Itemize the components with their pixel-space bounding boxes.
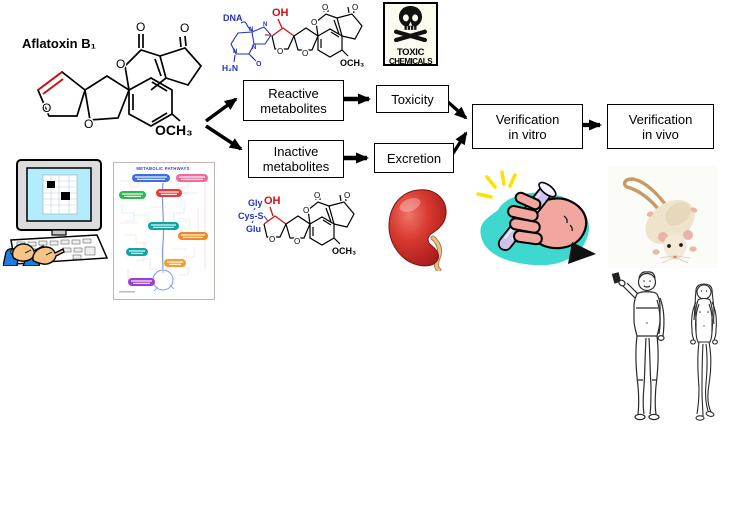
guanine-rings	[230, 21, 272, 63]
furanose-ring	[265, 18, 295, 50]
inactive-metabolites-box: Inactive metabolites	[248, 140, 344, 178]
knuckle-lines	[563, 215, 573, 232]
rat-head	[663, 234, 687, 260]
svg-text:O: O	[116, 57, 125, 71]
skull-icon	[394, 5, 427, 43]
rat-whiskers	[659, 255, 691, 264]
aflatoxin-structure: Aflatoxin B₁ O O O O O OCH₃	[22, 19, 203, 137]
gsh-labels: Gly Cys-S Glu	[238, 198, 264, 234]
svg-text:DNA: DNA	[223, 13, 243, 23]
svg-text:Cys-S: Cys-S	[238, 211, 264, 221]
svg-text:O: O	[294, 237, 300, 246]
gsh-bonds	[251, 207, 269, 224]
vitro-line2: in vitro	[508, 126, 547, 142]
inactive-line2: metabolites	[262, 159, 330, 174]
computer-illustration	[3, 159, 109, 266]
vivo-line1: Verification	[628, 111, 693, 127]
gsh-adduct-structure: Gly Cys-S Glu OH O	[238, 190, 356, 257]
arrow-toxicity-vitro	[446, 100, 468, 120]
oh-label: OH	[272, 7, 289, 19]
svg-text:OCH₃: OCH₃	[155, 122, 193, 136]
dna-adduct-structure: DNA H₂N N N N N O OH O	[222, 2, 364, 73]
svg-text:OCH₃: OCH₃	[332, 246, 356, 256]
svg-text:O: O	[136, 20, 145, 34]
kidney-highlight	[399, 198, 421, 212]
toxic-sign-line2: CHEMICALS	[388, 57, 433, 66]
svg-text:O: O	[256, 61, 262, 68]
arrow-excretion-vitro	[450, 131, 468, 156]
aflatoxin-rings	[36, 34, 203, 127]
svg-text:Gly: Gly	[248, 198, 263, 208]
svg-text:Glu: Glu	[246, 224, 261, 234]
pathway-mesh	[120, 178, 206, 280]
svg-text:O: O	[303, 206, 309, 215]
central-pathway-line	[161, 182, 165, 270]
svg-text:O: O	[42, 101, 51, 115]
inactive-line1: Inactive	[273, 144, 319, 159]
rat-nose	[673, 255, 677, 259]
fingers	[507, 191, 543, 246]
toxicity-label: Toxicity	[391, 91, 434, 107]
excretion-label: Excretion	[386, 150, 442, 166]
svg-text:N: N	[252, 45, 256, 51]
man-figure	[611, 271, 665, 421]
gsh-furanose-ring	[263, 206, 287, 238]
svg-text:N: N	[233, 49, 237, 55]
rat-tail	[622, 177, 670, 216]
human-figures-illustration	[611, 271, 718, 421]
excretion-box: Excretion	[374, 143, 454, 173]
metabolic-map-graphic: METABOLIC PATHWAYS	[119, 166, 208, 293]
monitor-stand	[51, 229, 67, 236]
gsh-furanose-o: O	[269, 235, 275, 244]
rat-shading	[665, 202, 691, 226]
rat-eye-left	[667, 244, 671, 248]
toxic-sign-line1: TOXIC	[396, 47, 425, 58]
verification-vivo-box: Verification in vivo	[607, 104, 714, 149]
svg-text:H₂N: H₂N	[222, 63, 238, 73]
svg-text:O: O	[311, 18, 317, 27]
furanose-o: O	[277, 47, 283, 56]
reactive-line1: Reactive	[268, 85, 319, 101]
svg-text:O: O	[84, 117, 93, 131]
woman-figure	[690, 283, 718, 421]
sleeve-cuff	[568, 242, 596, 264]
svg-text:N: N	[263, 22, 267, 28]
rat-body	[645, 199, 695, 245]
adduct-aflatoxin-rings: O O O O OCH₃	[293, 2, 364, 68]
reactive-metabolites-box: Reactive metabolites	[243, 80, 344, 121]
typing-hands	[3, 243, 65, 266]
toxicity-box: Toxicity	[376, 85, 449, 113]
reactive-line2: metabolites	[260, 100, 327, 116]
gsh-oh-label: OH	[264, 195, 281, 207]
kidney-body	[388, 189, 447, 267]
rat-ear-right	[683, 230, 693, 240]
svg-text:O: O	[352, 3, 358, 12]
svg-text:O: O	[344, 191, 350, 200]
aflatoxin-label: Aflatoxin B₁	[22, 36, 96, 51]
map-labels	[119, 174, 208, 286]
test-tube-hand-illustration	[476, 170, 596, 266]
aflatoxin-atoms: O O O O O OCH₃	[41, 19, 193, 137]
vitro-line1: Verification	[495, 111, 560, 127]
rat-eye-right	[679, 243, 683, 247]
verification-vitro-box: Verification in vitro	[472, 104, 583, 149]
rat-paws	[646, 207, 698, 255]
svg-text:O: O	[314, 191, 320, 200]
sparkle-icon	[476, 170, 517, 199]
map-footnote	[119, 291, 135, 293]
gsh-aflatoxin-rings: O O O O OCH₃	[285, 190, 356, 256]
dna-labels: DNA H₂N N N N N O	[222, 13, 267, 73]
kidney-illustration	[388, 189, 447, 271]
svg-text:O: O	[302, 49, 308, 58]
metabolic-map: METABOLIC PATHWAYS	[113, 162, 215, 300]
svg-text:N: N	[249, 27, 253, 33]
toxic-chemicals-sign: TOXIC CHEMICALS	[383, 2, 438, 66]
map-title: METABOLIC PATHWAYS	[136, 166, 189, 171]
spreadsheet-icon	[42, 174, 78, 215]
svg-text:OCH₃: OCH₃	[340, 58, 364, 68]
rat-photo	[608, 166, 718, 268]
vivo-line2: in vivo	[642, 126, 679, 142]
svg-text:O: O	[322, 3, 328, 12]
svg-text:O: O	[180, 21, 189, 35]
